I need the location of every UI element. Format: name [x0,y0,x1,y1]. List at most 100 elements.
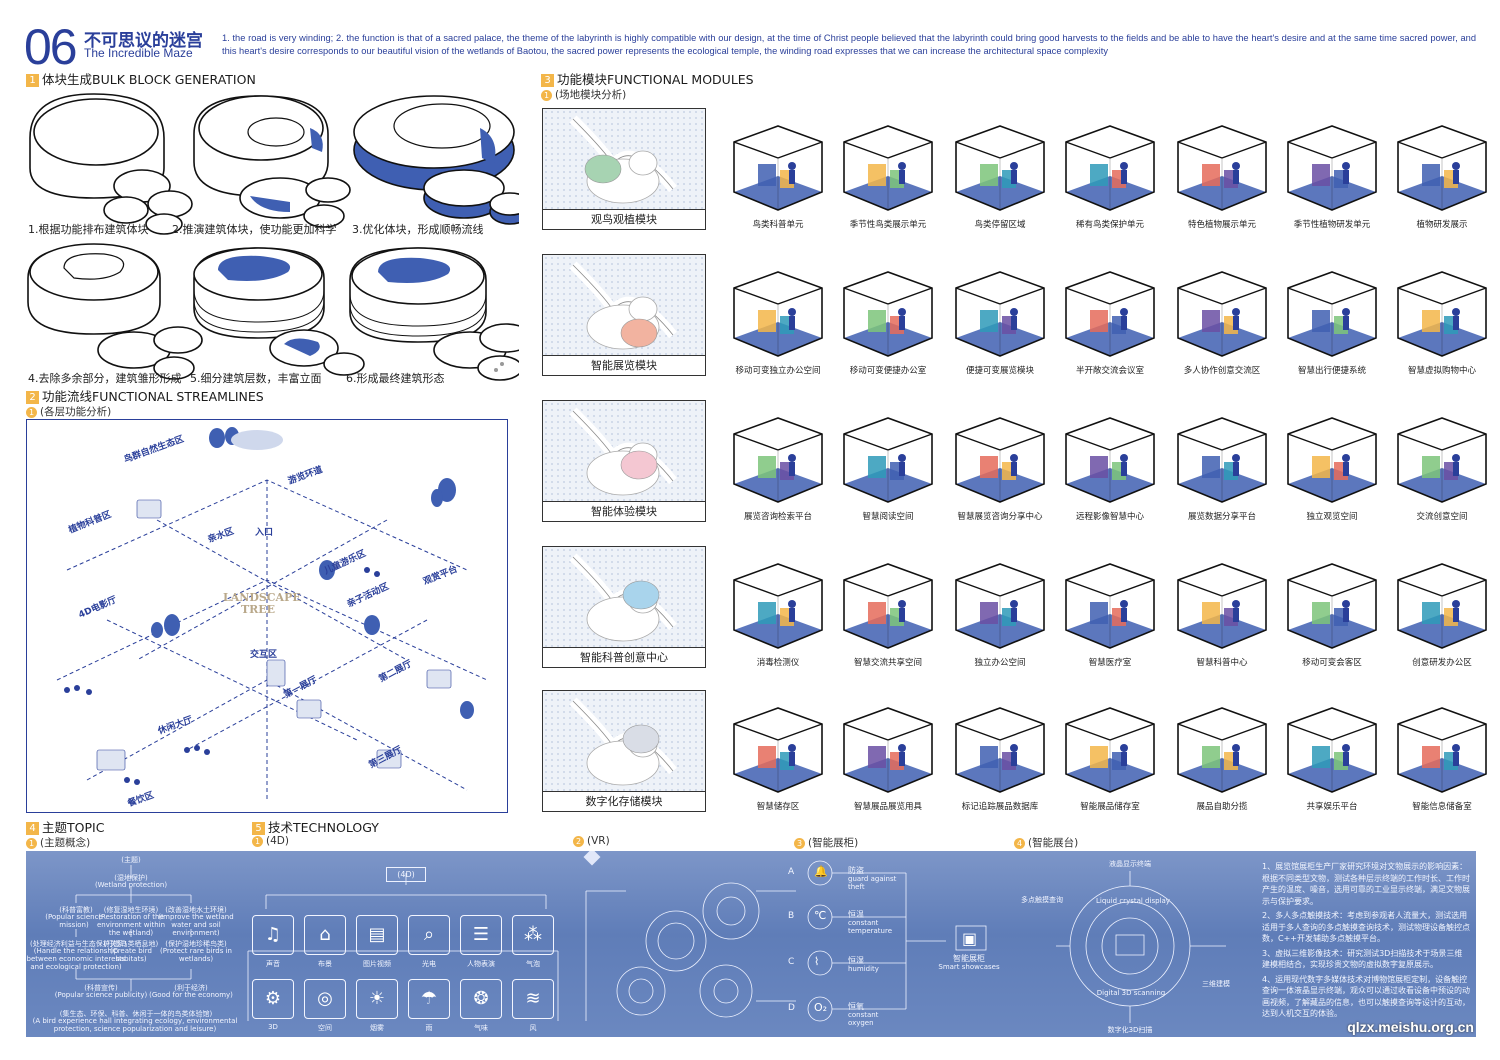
bulk-step-3-shape [353,95,519,225]
cube-icon [955,417,1045,503]
cube-icon [843,563,933,649]
module-cube: 多人协作创意交流区 [1172,264,1272,382]
cube-label: 消毒检测仪 [756,658,800,668]
module-cube: 创意研发办公区 [1392,556,1492,674]
sub-label: (主题概念) [40,837,91,849]
tech-subtitle: 1(4D) [252,835,289,847]
module-cube: 智慧展品展览用具 [838,700,938,818]
cabinet-subtitle: 3(智能展柜) [794,835,858,850]
cube-icon [1287,125,1377,211]
module-cube: 特色植物展示单元 [1172,118,1272,236]
module-cube: 展览数据分享平台 [1172,410,1272,528]
module-cube: 远程影像智慧中心 [1060,410,1160,528]
cube-label: 移动可变会客区 [1302,658,1362,668]
bulk-step-label-1: 1.根据功能排布建筑体块 [28,223,149,236]
cube-icon [1065,125,1155,211]
header-description: 1. the road is very winding; 2. the func… [222,33,1476,56]
sub-label: (智能展柜) [808,837,859,849]
cube-icon [843,707,933,793]
sub-label: (4D) [266,835,289,847]
cube-label: 移动可变便捷办公室 [849,366,927,376]
topic-l1: (湿地保护) [114,874,148,882]
cube-icon [1177,125,1267,211]
topic-l4-b: (利于经济) [174,984,208,992]
cabinet-letter: C [788,957,795,967]
section-number: 5 [252,822,265,835]
header-number: 06 [24,19,78,75]
bulk-step-5-shape [193,247,365,376]
bulk-step-label-5: 5.细分建筑层数，丰富立面 [190,372,322,385]
cube-icon [1177,271,1267,357]
cube-icon [1065,707,1155,793]
module-panel: 智能科普创意中心 [542,546,706,668]
section-label: 体块生成BULK BLOCK GENERATION [42,72,256,87]
module-cube: 半开敞交流会议室 [1060,264,1160,382]
module-cube: 智慧展览咨询分享中心 [950,410,1050,528]
cube-label: 展品自助分揽 [1196,802,1248,812]
music-icon: ♫ [252,915,294,955]
cube-label: 远程影像智慧中心 [1075,512,1144,522]
cube-label: 多人协作创意交流区 [1183,366,1261,376]
watermark: qlzx.meishu.org.cn [1347,1019,1474,1035]
booth-left: 多点触摸查询 [1021,896,1063,904]
cube-label: 智能展品储存室 [1080,802,1140,812]
header-title-en: The Incredible Maze [84,46,193,60]
topic-l3-b-en: (Create bird habitats) [110,947,152,963]
module-cube: 智慧科普中心 [1172,556,1272,674]
cube-label: 鸟类停留区域 [974,220,1026,230]
module-cube: 稀有鸟类保护单元 [1060,118,1160,236]
tech-caption: 声音 [266,960,280,968]
booth-bottom: 数字化3D扫描 [1107,1026,1153,1034]
module-panel: 观鸟观植模块 [542,108,706,230]
cube-icon [1287,417,1377,503]
module-cube: 鸟类停留区域 [950,118,1050,236]
cube-label: 智慧出行便捷系统 [1297,366,1366,376]
cube-icon [1065,271,1155,357]
module-cube: 季节性鸟类展示单元 [838,118,938,236]
tech-note-3: 3、虚拟三维影像技术：研究测试3D扫描技术于场景三维建模相结合，实现珍贵文物的虚… [1262,948,1463,970]
cube-icon [1177,417,1267,503]
band-graphics [75,851,1226,1023]
cube-label: 智慧展品展览用具 [853,802,922,812]
topic-l2-a-en: (Popular science mission) [45,913,103,929]
module-illustration [543,547,705,647]
cube-icon [733,271,823,357]
cabinet-cn: 防盗 [848,866,864,875]
topic-l1-en: (Wetland protection) [94,881,168,889]
module-label: 数字化存储模块 [543,791,705,811]
module-label: 智能体验模块 [543,501,705,521]
bell-icon: 🔔 [814,865,828,878]
module-cube: 智慧医疗室 [1060,556,1160,674]
bulk-step-1-shape [29,93,193,235]
bubble-icon: ⁂ [512,915,554,955]
cube-icon [1287,707,1377,793]
tech-4d-label: (4D) [386,867,426,882]
cube-icon [843,271,933,357]
sub-label: (VR) [587,835,610,847]
cube-icon [1065,417,1155,503]
sub-number: 1 [26,407,37,418]
tech-note-1: 1、展览馆展柜生产厂家研究环境对文物展示的影响因素：根据不同类型文物，测试各种层… [1262,862,1470,906]
module-cube: 移动可变会客区 [1282,556,1382,674]
topic-l2-c-en: (Improve the wetland water and soil envi… [158,913,234,937]
cube-icon [733,125,823,211]
sun-icon: ☀ [356,979,398,1019]
technology-band: (主题) (湿地保护) (Wetland protection) (科普富教) … [26,851,1476,1037]
cube-label: 标记追踪展品数据库 [961,802,1039,812]
tech-caption: 人物表演 [467,960,495,968]
topic-final: (集生态、环保、科普、休闲于一体的鸟类体验馆) [59,1010,213,1018]
section-number: 1 [26,74,39,87]
label-interaction-area: 交互区 [250,650,278,660]
dots-icon: ❂ [460,979,502,1019]
sub-number: 1 [541,90,552,101]
bulk-step-6-shape [349,247,519,381]
search-icon: ⌕ [408,915,450,955]
sub-number: 2 [573,836,584,847]
bulk-step-label-2: 2.推演建筑体块，使功能更加科学 [172,223,337,236]
topic-l2-b-en: (Restoration of the environment within t… [96,913,166,937]
cabinet-en: guard against theft [848,875,897,891]
module-cube: 展览咨询检索平台 [728,410,828,528]
label-landscape-tree: LANDSCAPE TREE [223,591,301,616]
